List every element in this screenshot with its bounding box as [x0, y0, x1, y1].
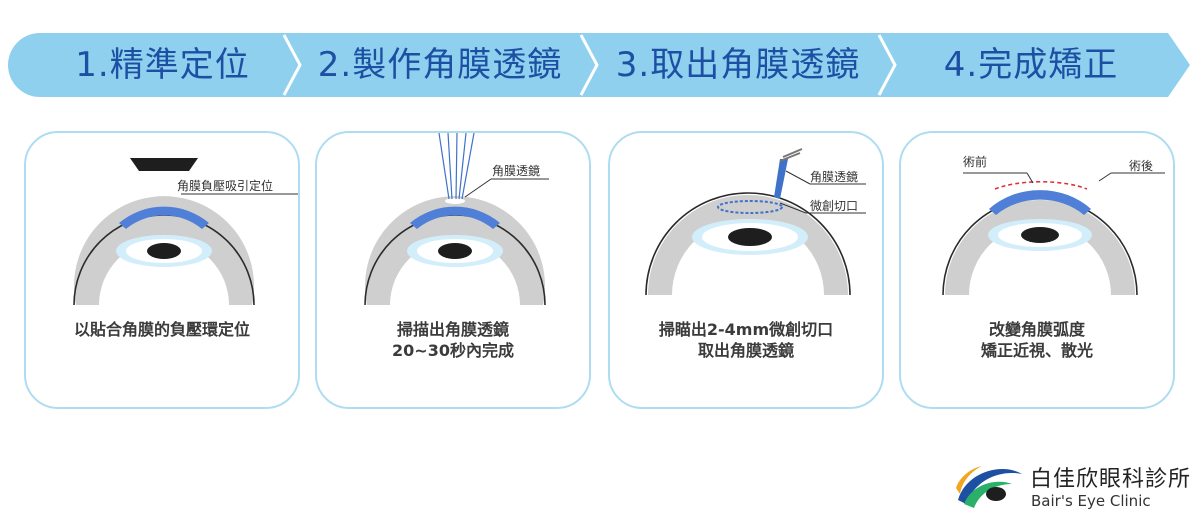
label-after-surgery: 術後	[1129, 159, 1154, 173]
label-before-surgery: 術前	[963, 155, 988, 169]
card-4-caption: 改變角膜弧度 矯正近視、散光	[980, 320, 1093, 360]
card-step-1: 角膜負壓吸引定位 以貼合角膜的負壓環定位	[24, 131, 300, 409]
label-lenticule: 角膜透鏡	[492, 164, 541, 178]
eye-extraction-illustration	[645, 148, 866, 296]
clinic-name-zh: 白佳欣眼科診所	[1030, 467, 1192, 492]
card-3-caption: 掃瞄出2-4mm微創切口 取出角膜透鏡	[658, 320, 834, 360]
clinic-logo: 白佳欣眼科診所 Bair's Eye Clinic	[952, 458, 1192, 518]
chevron-divider-2	[579, 34, 599, 96]
chevron-divider-3	[877, 34, 897, 96]
step-1-label: 1.精準定位	[75, 45, 250, 85]
clinic-name-en: Bair's Eye Clinic	[1031, 492, 1151, 510]
card-step-4: 術前 術後 改變角膜弧度 矯正近視、散光	[899, 131, 1175, 409]
step-2-label: 2.製作角膜透鏡	[317, 45, 563, 85]
label-lenticule: 角膜透鏡	[810, 170, 859, 184]
eye-logo-icon	[956, 466, 1022, 508]
step-3-label: 3.取出角膜透鏡	[615, 45, 861, 85]
label-suction-positioning: 角膜負壓吸引定位	[177, 179, 274, 193]
eye-laser-scan-illustration	[364, 133, 549, 306]
eye-positioning-illustration	[73, 158, 298, 306]
step-4-label: 4.完成矯正	[943, 45, 1119, 85]
card-step-2: 角膜透鏡 掃描出角膜透鏡 20~30秒內完成	[315, 131, 591, 409]
chevron-divider-1	[282, 34, 302, 96]
card-step-3: 角膜透鏡 微創切口 掃瞄出2-4mm微創切口 取出角膜透鏡	[608, 131, 884, 409]
card-1-caption: 以貼合角膜的負壓環定位	[73, 320, 250, 339]
card-2-caption: 掃描出角膜透鏡 20~30秒內完成	[392, 320, 514, 360]
eye-corrected-illustration	[942, 172, 1165, 296]
label-micro-incision: 微創切口	[810, 199, 859, 213]
steps-banner	[8, 33, 1190, 97]
